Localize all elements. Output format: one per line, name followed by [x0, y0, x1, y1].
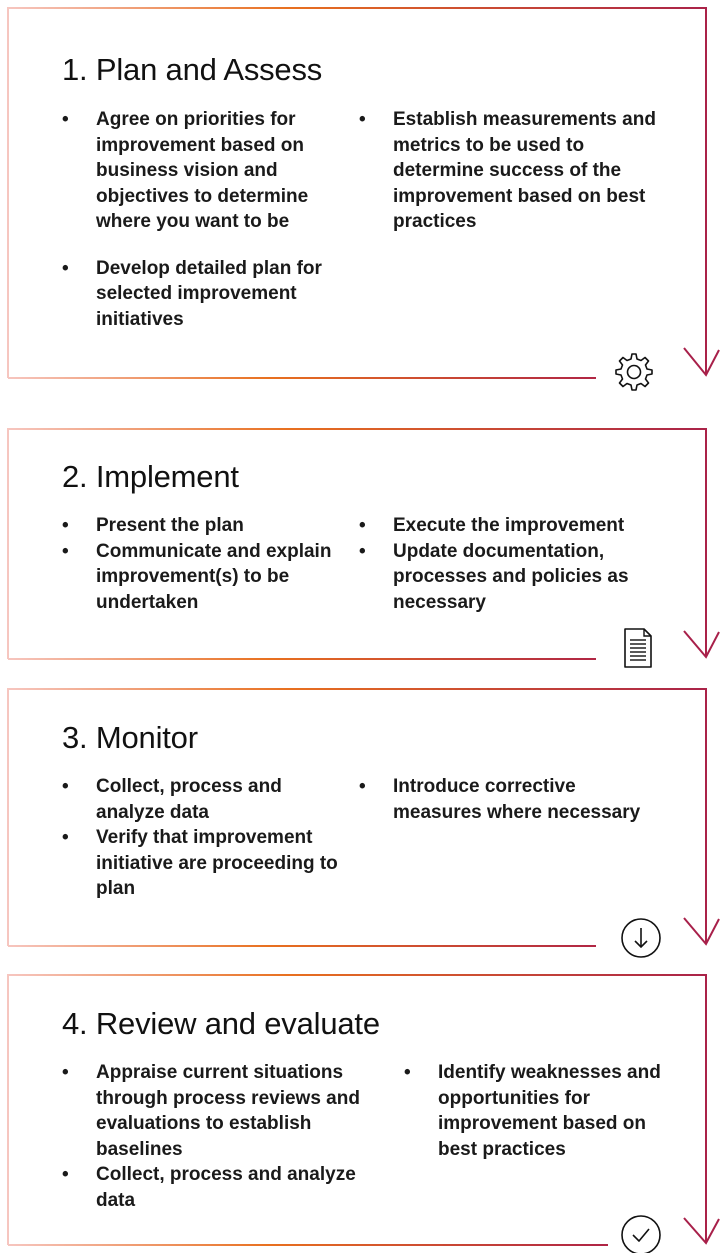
bullet-item: Collect, process and analyze data: [62, 1162, 372, 1213]
right-bullet-list: Establish measurements and metrics to be…: [359, 107, 659, 235]
bullet-item: Communicate and explain improvement(s) t…: [62, 539, 362, 616]
bullet-item: Identify weaknesses and opportunities fo…: [404, 1060, 664, 1162]
left-bullet-list: Appraise current situations through proc…: [62, 1060, 372, 1213]
bullet-item: Execute the improvement: [359, 513, 659, 539]
frame-1: [7, 7, 720, 379]
frame-3: [7, 688, 720, 947]
bullet-item: Collect, process and analyze data: [62, 774, 352, 825]
document-icon: [624, 628, 652, 668]
right-bullet-list: Identify weaknesses and opportunities fo…: [404, 1060, 664, 1162]
bullet-item: Introduce corrective measures where nece…: [359, 774, 659, 825]
step-title: 1. Plan and Assess: [62, 52, 323, 87]
left-bullet-list: Agree on priorities for improvement base…: [62, 107, 352, 332]
down-arrow-circle-icon: [621, 918, 661, 958]
left-bullet-list: Present the plan Communicate and explain…: [62, 513, 362, 615]
frame-4: [7, 974, 720, 1246]
bullet-item: Verify that improvement initiative are p…: [62, 825, 352, 902]
bullet-item: Appraise current situations through proc…: [62, 1060, 372, 1162]
bullet-item: Develop detailed plan for selected impro…: [62, 256, 352, 333]
bullet-item: Present the plan: [62, 513, 362, 539]
bullet-item: Establish measurements and metrics to be…: [359, 107, 659, 235]
bullet-item: Update documentation, processes and poli…: [359, 539, 659, 616]
checkmark-circle-icon: [621, 1215, 661, 1253]
step-title: 4. Review and evaluate: [62, 1006, 380, 1041]
right-bullet-list: Execute the improvement Update documenta…: [359, 513, 659, 615]
step-title: 2. Implement: [62, 459, 239, 494]
bullet-item: Agree on priorities for improvement base…: [62, 107, 352, 235]
gear-icon: [615, 353, 653, 391]
step-title: 3. Monitor: [62, 720, 198, 755]
left-bullet-list: Collect, process and analyze data Verify…: [62, 774, 352, 902]
frame-2: [7, 428, 720, 660]
right-bullet-list: Introduce corrective measures where nece…: [359, 774, 659, 825]
